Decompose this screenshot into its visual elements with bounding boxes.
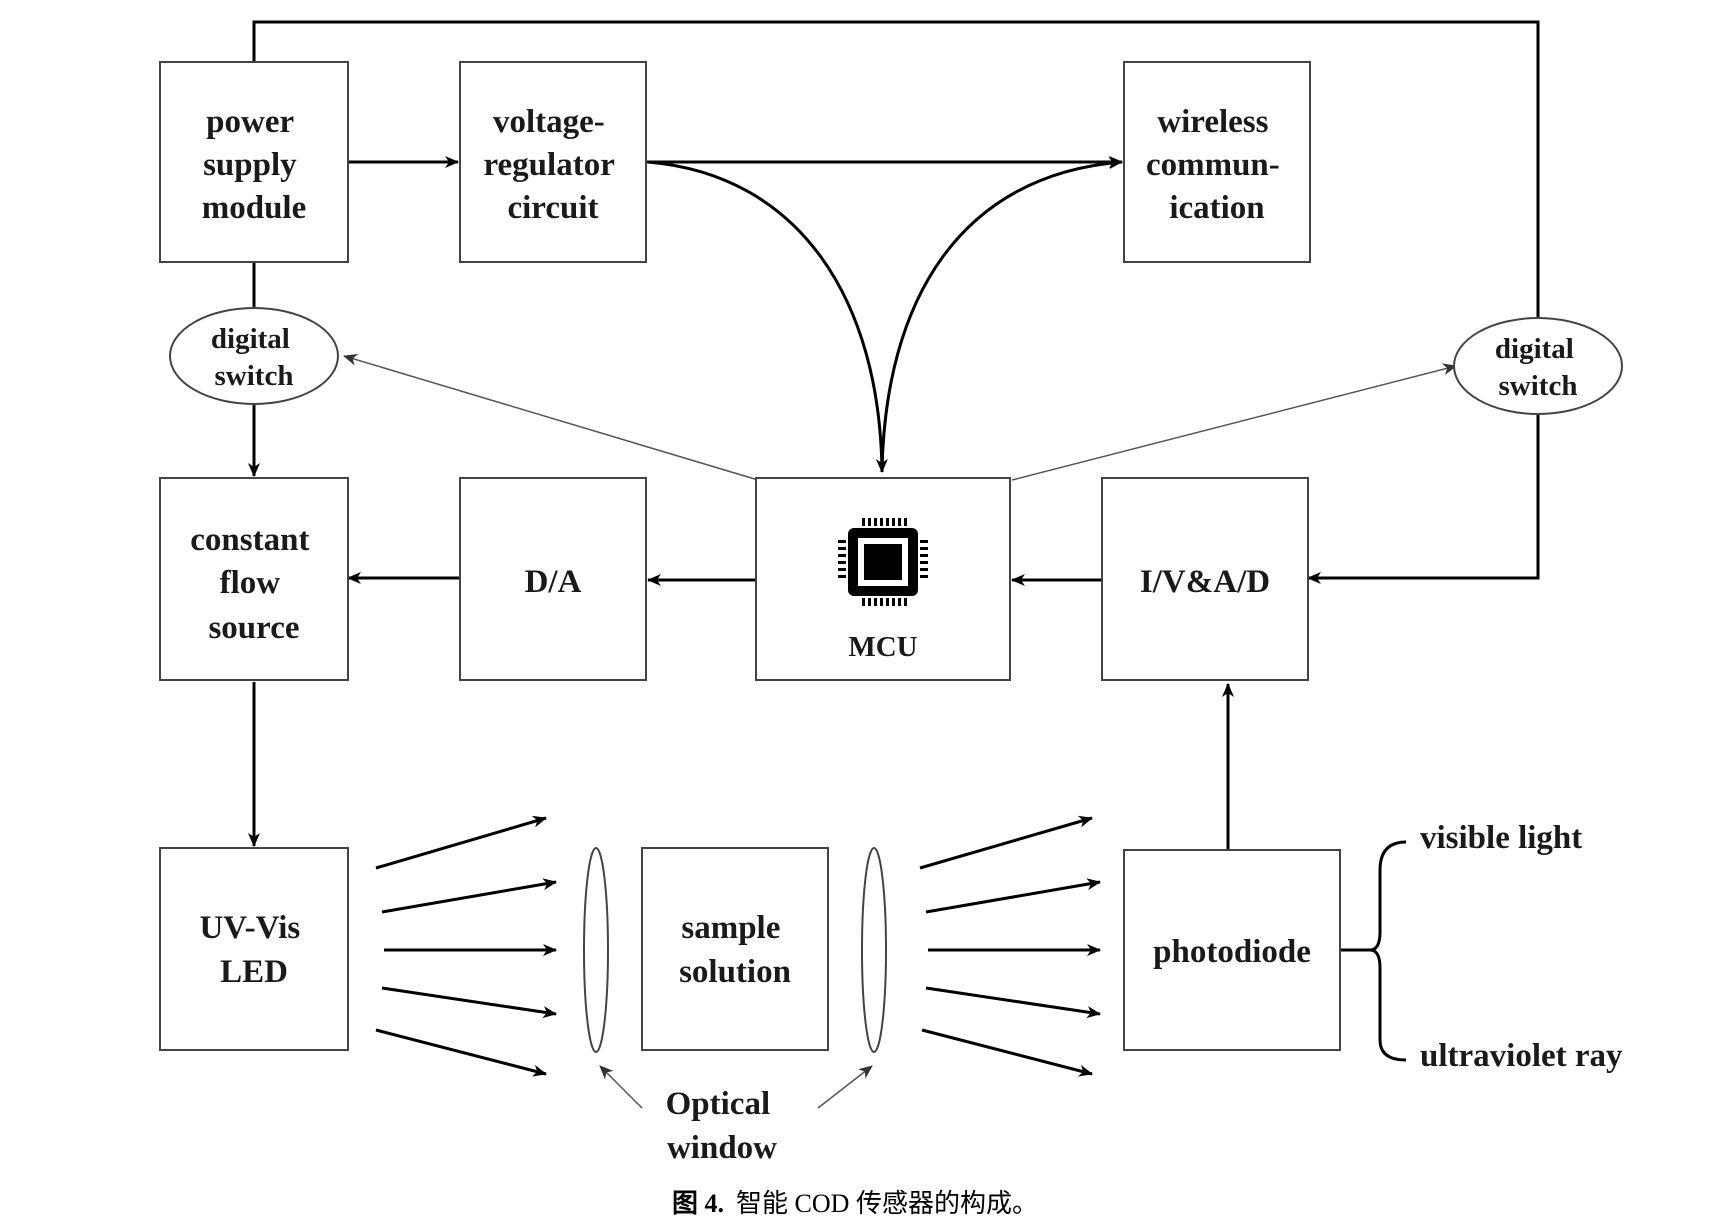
digital-switch-right [1453, 317, 1623, 415]
wireless-line3: ication [1169, 190, 1264, 226]
arrow-optical-window-right [817, 1065, 873, 1109]
wireless-line2: commun- [1146, 147, 1280, 183]
caption-label: 图 4. [672, 1189, 724, 1218]
ivad-label: I/V&A/D [1140, 564, 1270, 600]
digital-switch-left-line2: switch [215, 360, 294, 392]
da-label: D/A [525, 564, 582, 600]
optical-window-line2: window [667, 1130, 777, 1166]
light-rays-left [375, 815, 557, 1077]
arrow-optical-window-left [599, 1065, 643, 1109]
visible-light-label: visible light [1420, 820, 1582, 856]
output-brace [1340, 840, 1407, 1062]
power-supply-block [159, 61, 349, 263]
digital-switch-left [169, 307, 339, 405]
ivad-block [1101, 477, 1309, 681]
optical-window-right [861, 847, 887, 1053]
svg-text:digital switch: digital switch [211, 323, 297, 392]
voltage-regulator-line2: regulator [483, 147, 614, 183]
digital-switch-right-line1: digital [1495, 333, 1574, 365]
svg-text:wireless commun- icati: wireless commun- ication [1146, 104, 1288, 226]
power-supply-line1: power [206, 104, 293, 140]
svg-text:digital switch: digital switch [1495, 333, 1581, 402]
arrow-mcu-to-right-switch [1011, 363, 1457, 481]
ultraviolet-label: ultraviolet ray [1420, 1038, 1623, 1074]
mcu-label: MCU [848, 631, 917, 663]
svg-text:voltage- regulator cir: voltage- regulator circuit [483, 104, 622, 226]
curve-regulator-to-mcu [647, 160, 888, 473]
constant-flow-line2: flow [220, 565, 281, 601]
power-supply-line2: supply [203, 147, 297, 183]
power-supply-line3: module [202, 190, 307, 226]
power-feedback-line [252, 20, 1540, 584]
constant-flow-block [159, 477, 349, 681]
constant-flow-line1: constant [190, 522, 309, 558]
svg-text:sample solution: sample solution [679, 910, 791, 990]
digital-switch-right-line2: switch [1499, 370, 1578, 402]
svg-text:UV-Vis LED: UV-Vis LED [199, 910, 308, 990]
svg-text:Optical window: Optical window [666, 1086, 779, 1166]
photodiode-label: photodiode [1153, 934, 1311, 970]
caption-text: 智能 COD 传感器的构成。 [736, 1189, 1038, 1218]
svg-text:power supply module: power supply module [202, 104, 307, 226]
sample-block [641, 847, 829, 1051]
da-block [459, 477, 647, 681]
arrow-mcu-to-left-switch [343, 353, 759, 481]
optical-window-line1: Optical [666, 1086, 771, 1122]
led-line1: UV-Vis [199, 910, 300, 946]
voltage-regulator-block [459, 61, 647, 263]
svg-text:constant flow source: constant flow source [190, 522, 317, 646]
figure-caption: 图 4. 智能 COD 传感器的构成。 [672, 1189, 1038, 1218]
chip-icon [838, 518, 928, 606]
light-rays-right [919, 815, 1101, 1077]
photodiode-block [1123, 849, 1341, 1051]
voltage-regulator-line1: voltage- [493, 104, 605, 140]
led-line2: LED [220, 954, 288, 990]
sample-line2: solution [679, 954, 791, 990]
curve-mcu-to-wireless [880, 157, 1123, 473]
wireless-line1: wireless [1157, 104, 1268, 140]
sample-line1: sample [681, 910, 780, 946]
led-block [159, 847, 349, 1051]
voltage-regulator-line3: circuit [507, 190, 598, 226]
optical-window-left [583, 847, 609, 1053]
digital-switch-left-line1: digital [211, 323, 290, 355]
constant-flow-line3: source [208, 610, 299, 646]
wireless-block [1123, 61, 1311, 263]
